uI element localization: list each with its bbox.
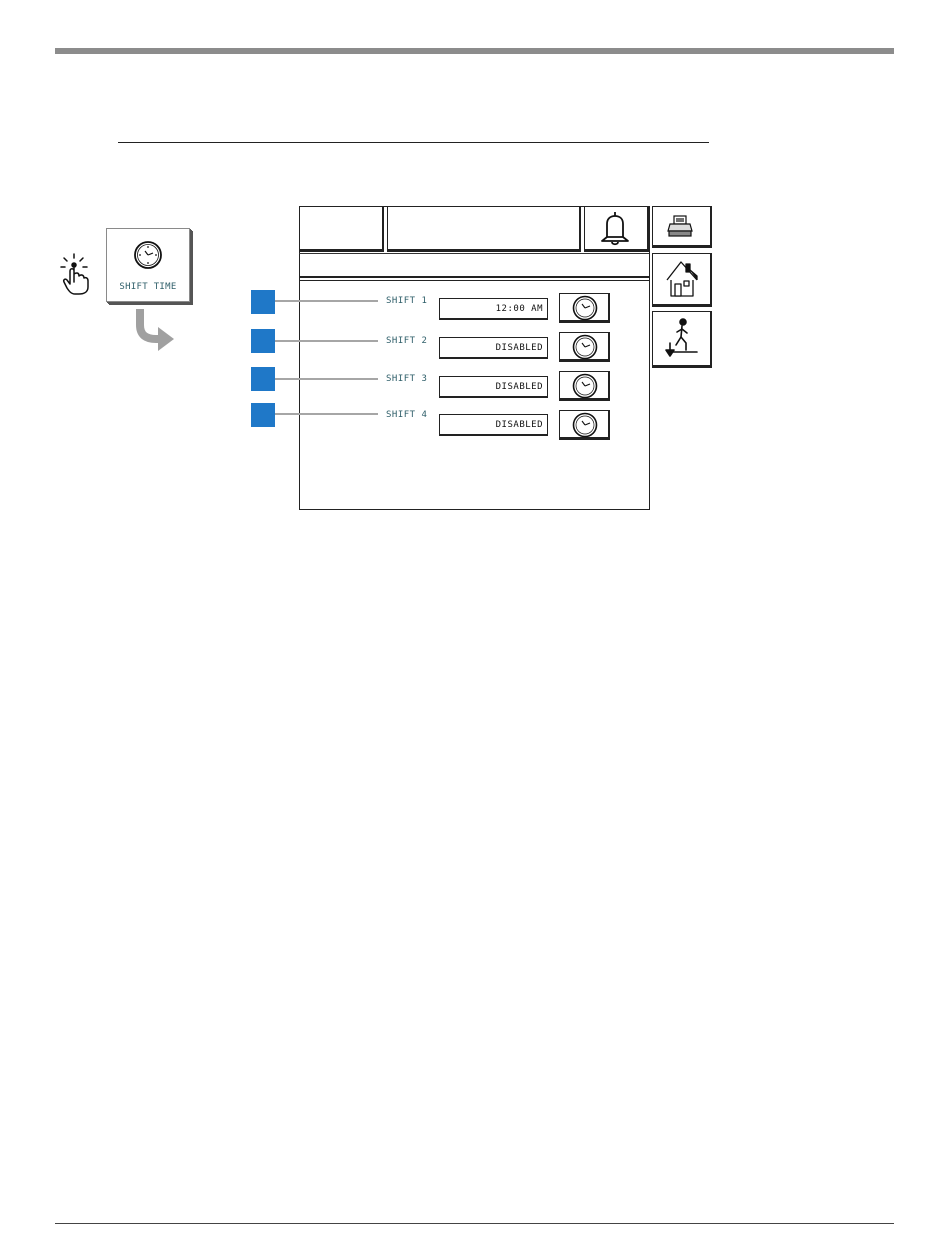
clock-icon bbox=[571, 334, 599, 360]
home-icon bbox=[653, 254, 710, 302]
header-title-box bbox=[387, 206, 581, 252]
set-shift-clock-button[interactable] bbox=[559, 410, 610, 440]
clock-icon bbox=[133, 240, 163, 270]
home-button[interactable] bbox=[652, 253, 712, 307]
tap-hand-icon bbox=[58, 252, 98, 296]
header-box-left bbox=[299, 206, 384, 252]
shift-time-field[interactable]: DISABLED bbox=[439, 376, 548, 398]
shift-label: SHIFT 4 bbox=[386, 410, 427, 420]
exit-button[interactable] bbox=[652, 311, 712, 368]
header-divider bbox=[299, 276, 649, 278]
shift-time-field[interactable]: 12:00 AM bbox=[439, 298, 548, 320]
header-divider bbox=[299, 280, 649, 281]
header-divider bbox=[299, 253, 649, 254]
shift-label: SHIFT 2 bbox=[386, 336, 427, 346]
set-shift-clock-button[interactable] bbox=[559, 293, 610, 323]
callout-leader-4 bbox=[275, 413, 378, 415]
printer-button[interactable] bbox=[652, 206, 712, 248]
bell-icon bbox=[599, 209, 631, 247]
callout-marker-2 bbox=[251, 329, 275, 353]
shift-time-label: SHIFT TIME bbox=[107, 282, 189, 292]
clock-icon bbox=[571, 412, 599, 438]
set-shift-clock-button[interactable] bbox=[559, 332, 610, 362]
callout-leader-3 bbox=[275, 378, 378, 380]
callout-marker-1 bbox=[251, 290, 275, 314]
top-rule bbox=[55, 48, 894, 54]
shift-time-button[interactable]: SHIFT TIME bbox=[106, 228, 190, 302]
clock-icon bbox=[571, 373, 599, 399]
shift-time-field[interactable]: DISABLED bbox=[439, 337, 548, 359]
callout-leader-2 bbox=[275, 340, 378, 342]
callout-leader-1 bbox=[275, 300, 378, 302]
printer-icon bbox=[653, 207, 710, 243]
shift-time-field[interactable]: DISABLED bbox=[439, 414, 548, 436]
shift-label: SHIFT 1 bbox=[386, 296, 427, 306]
curved-arrow-icon bbox=[134, 305, 178, 351]
shift-label: SHIFT 3 bbox=[386, 374, 427, 384]
clock-icon bbox=[571, 295, 599, 321]
set-shift-clock-button[interactable] bbox=[559, 371, 610, 401]
alarm-button[interactable] bbox=[584, 206, 649, 252]
title-rule bbox=[118, 142, 709, 143]
callout-marker-3 bbox=[251, 367, 275, 391]
callout-marker-4 bbox=[251, 403, 275, 427]
bottom-rule bbox=[55, 1223, 894, 1224]
exit-icon bbox=[653, 312, 710, 362]
